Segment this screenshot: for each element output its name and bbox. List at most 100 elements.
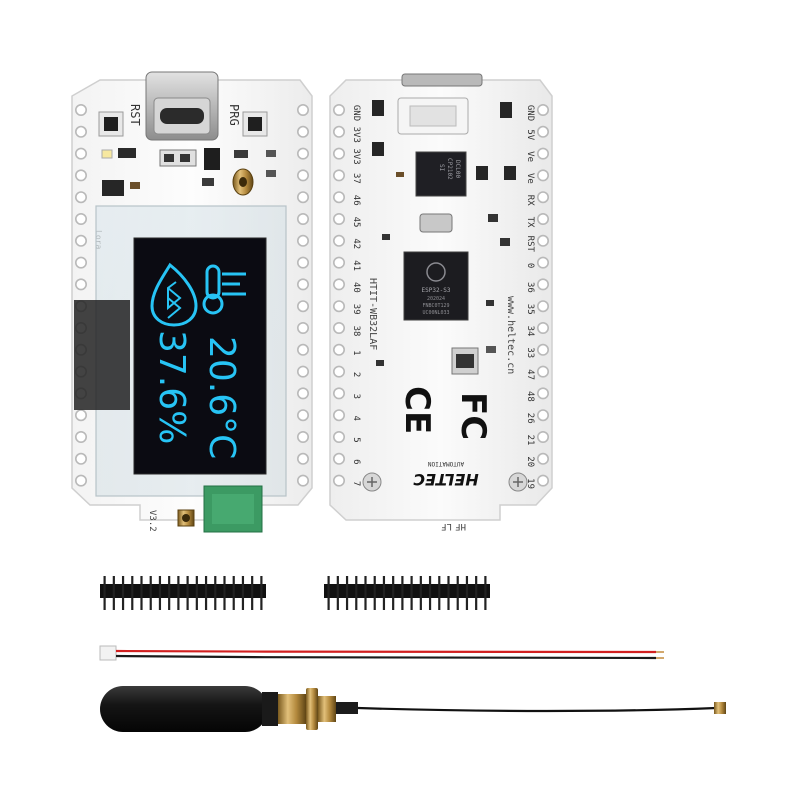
svg-text:CP2102: CP2102 [446, 158, 453, 180]
prg-label: PRG [227, 104, 241, 126]
pin-label: 48 [525, 391, 535, 402]
pin-hole [536, 278, 549, 291]
svg-text:SI: SI [438, 164, 445, 172]
pin-hole [75, 430, 88, 443]
pin-hole [536, 387, 549, 400]
pin-hole [536, 234, 549, 247]
pin-hole [536, 474, 549, 487]
pin-hole [332, 234, 345, 247]
pin-label: 3 [351, 394, 361, 399]
pin-label: Ve [525, 173, 535, 184]
pin-label: 6 [351, 459, 361, 464]
pin-hole [332, 278, 345, 291]
fc-mark: FC [453, 392, 493, 440]
pin-label: 0 [525, 263, 535, 268]
pin-hole [536, 321, 549, 334]
pin-hole [332, 387, 345, 400]
pin-label: 36 [525, 282, 535, 293]
usb-bridge-chip: SI CP2102 DCL00 [415, 151, 467, 197]
pin-label: 26 [525, 413, 535, 424]
sma-connector [278, 694, 306, 724]
pin-hole [296, 169, 309, 182]
pin-hole [332, 256, 345, 269]
hf-label: HF [455, 521, 466, 531]
pin-hole [296, 409, 309, 422]
header-strip [100, 584, 266, 598]
pin-hole [332, 125, 345, 138]
pin-label: GND [351, 105, 361, 121]
thermometer-icon [202, 264, 246, 315]
bluetooth-drop-icon [150, 262, 198, 327]
pin-hole [75, 234, 88, 247]
red-wire [115, 649, 657, 654]
pin-label: 7 [351, 481, 361, 486]
oled-display: 20.6°C 37.6% [74, 205, 287, 497]
pin-hole [75, 147, 88, 160]
pin-label: 40 [351, 282, 361, 293]
pin-hole [332, 169, 345, 182]
pin-label: RX [525, 195, 535, 206]
pin-hole [296, 365, 309, 378]
version-label: V3.2 [147, 510, 157, 532]
usb-c-port [145, 71, 219, 141]
pin-hole [332, 409, 345, 422]
esp32-s3-chip: ESP32-S3 202024 FNBC0T129 UC00NL033 [403, 251, 469, 321]
ce-mark: CE [397, 386, 437, 434]
pin-hole [536, 125, 549, 138]
pin-hole [296, 278, 309, 291]
board-front: RST PRG Lora [71, 71, 313, 533]
crystal [419, 213, 453, 233]
pin-label: 33 [525, 347, 535, 358]
pin-hole [332, 430, 345, 443]
brass-standoff [232, 168, 254, 196]
pin-label: 2 [351, 372, 361, 377]
humidity-reading: 37.6% [151, 330, 192, 444]
pin-hole [332, 104, 345, 117]
pin-hole [536, 300, 549, 313]
pin-hole [75, 409, 88, 422]
pin-hole [296, 125, 309, 138]
battery-cable [99, 645, 664, 661]
pin-hole [536, 452, 549, 465]
pin-hole [296, 387, 309, 400]
pin-hole [296, 300, 309, 313]
header-strip [324, 584, 490, 598]
pin-hole [332, 300, 345, 313]
pin-hole [296, 234, 309, 247]
jst-connector [99, 645, 117, 661]
back-pin-holes-right [536, 104, 549, 487]
pin-hole [536, 365, 549, 378]
pin-hole [296, 474, 309, 487]
front-bottom-components: V3.2 [147, 485, 263, 533]
front-pin-holes-right [296, 104, 309, 487]
pin-hole [296, 104, 309, 117]
pin-hole [296, 452, 309, 465]
pin-hole [332, 343, 345, 356]
antenna-body [100, 686, 268, 732]
prg-button[interactable] [242, 111, 268, 137]
rst-button[interactable] [98, 111, 124, 137]
pin-hole [75, 256, 88, 269]
display-flex-cable [74, 300, 130, 410]
pin-header-left [100, 576, 266, 610]
pin-label: 4 [351, 415, 361, 420]
usb-c-rear [401, 73, 483, 87]
back-components [372, 100, 516, 375]
pin-hole [536, 256, 549, 269]
ipex-plug [714, 702, 726, 714]
pin-label: 3V3 [351, 127, 361, 143]
pin-label: GND [525, 105, 535, 121]
pin-hole [296, 321, 309, 334]
antenna [100, 686, 726, 732]
pin-label: 5V [525, 129, 535, 140]
pin-label: 1 [351, 350, 361, 355]
pin-hole [296, 213, 309, 226]
svg-text:202024: 202024 [427, 296, 445, 302]
pin-hole [536, 169, 549, 182]
pin-hole [296, 191, 309, 204]
pin-hole [332, 474, 345, 487]
pin-label: Ve [525, 151, 535, 162]
